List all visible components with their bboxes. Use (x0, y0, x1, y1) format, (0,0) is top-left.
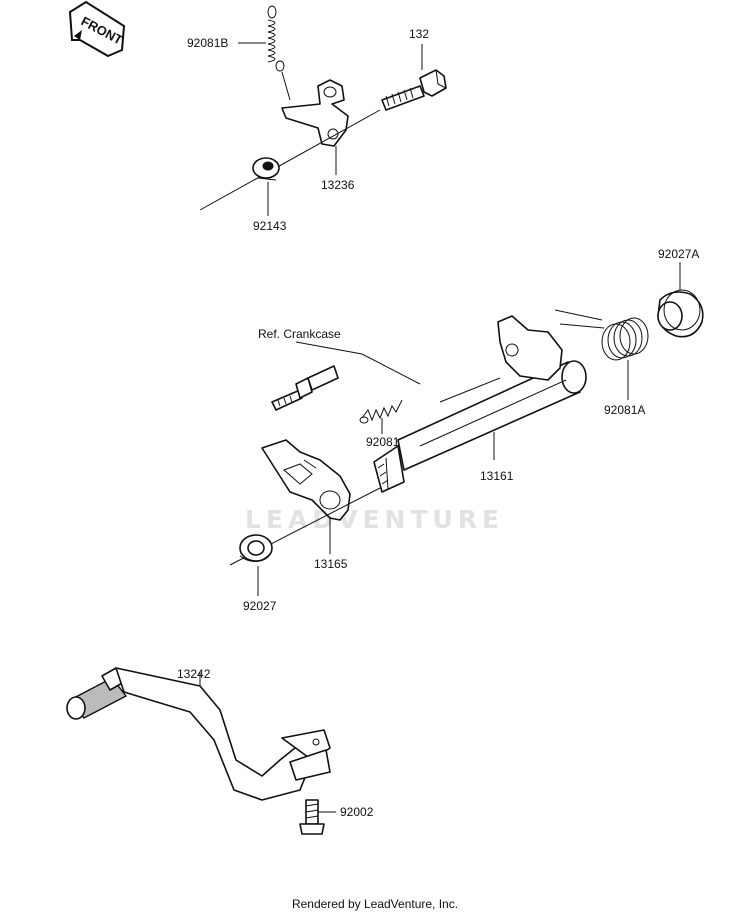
label-92002: 92002 (340, 805, 374, 819)
label-13165: 13165 (314, 557, 348, 571)
label-13242: 13242 (177, 667, 211, 681)
spring-92081A (554, 309, 649, 361)
spring-92081 (359, 399, 403, 424)
label-132: 132 (409, 27, 429, 41)
label-13236: 13236 (321, 178, 355, 192)
label-13161: 13161 (480, 469, 514, 483)
front-arrow-badge: FRONT (68, 0, 125, 58)
washer-92143 (252, 157, 280, 181)
label-92081B: 92081B (187, 36, 228, 50)
shift-plate-13236 (281, 79, 349, 147)
label-92081: 92081 (366, 435, 400, 449)
label-ref-crankcase: Ref. Crankcase (258, 327, 341, 341)
label-92081A: 92081A (604, 403, 645, 417)
shift-lever-plate-13165 (261, 439, 351, 521)
crankcase-stud (271, 365, 339, 411)
label-92143: 92143 (253, 219, 287, 233)
footer-credit: Rendered by LeadVenture, Inc. (291, 897, 459, 911)
watermark-text: LEADVENTURE (245, 505, 504, 534)
bolt-132 (381, 69, 447, 111)
label-92027A: 92027A (658, 247, 699, 261)
shift-shaft-13161 (373, 315, 587, 493)
bolt-92002 (299, 799, 325, 835)
seal-92027 (239, 534, 273, 562)
shift-pedal-13242 (66, 667, 331, 801)
seal-92027A (657, 289, 704, 338)
label-92027: 92027 (243, 599, 277, 613)
spring-92081B (267, 5, 285, 72)
